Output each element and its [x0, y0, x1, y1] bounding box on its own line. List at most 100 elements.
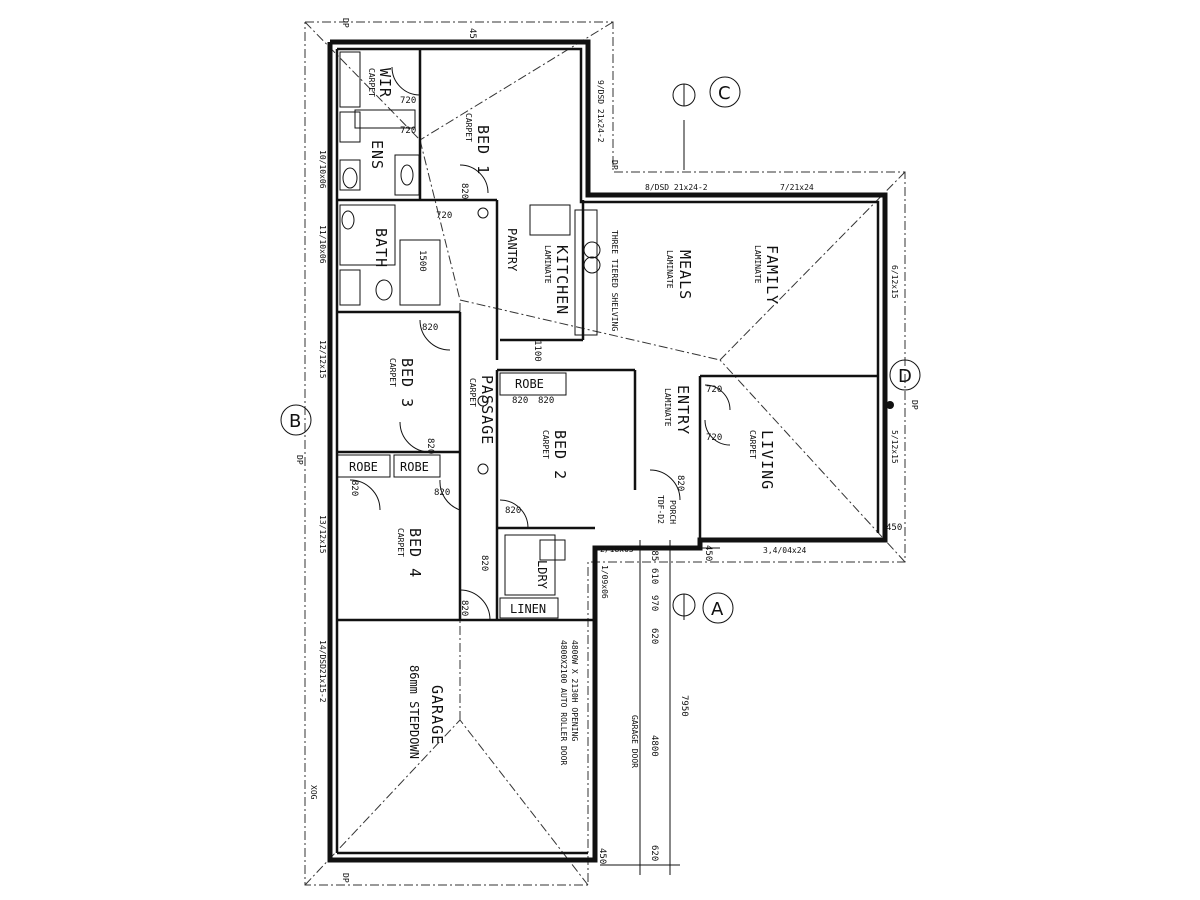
dim-620-top: 620 — [649, 628, 659, 644]
room-meals: MEALS LAMINATE — [665, 250, 694, 300]
shelving-note: THREE TIERED SHELVING — [610, 230, 619, 331]
room-bed1: BED 1 CARPET — [464, 113, 492, 175]
room-ens: ENS — [368, 140, 386, 170]
tdf-label: TDF-D2 — [656, 495, 665, 524]
dp-label-top: DP — [341, 18, 350, 28]
dim-450-right: 450 — [886, 523, 902, 533]
roller-door-note-1: 4800W X 2130H OPENING — [570, 640, 579, 741]
room-label-bed4: BED 4 — [406, 528, 424, 578]
dimension-lines — [600, 120, 720, 875]
room-label-robe-bed3: ROBE — [349, 460, 378, 474]
dim-820-robe-a: 820 — [512, 396, 528, 406]
room-label-robe-bed2: ROBE — [515, 377, 544, 391]
floor-label-entry: LAMINATE — [663, 388, 672, 427]
window-14: 14/DSD21x15-2 — [318, 640, 327, 703]
room-entry: ENTRY LAMINATE — [663, 385, 692, 435]
window-2: 2/18x05 — [600, 545, 634, 554]
floor-label-wir: CARPET — [367, 68, 376, 97]
room-label-ens: ENS — [368, 140, 386, 170]
dim-820-bed3: 820 — [422, 323, 438, 333]
grid-marker-c: C — [672, 76, 741, 108]
floor-label-passage: CARPET — [468, 378, 477, 407]
window-1: 1/09x06 — [600, 565, 609, 599]
internal-walls — [336, 49, 878, 622]
dim-485: 485 — [649, 545, 659, 561]
floor-label-living: CARPET — [748, 430, 757, 459]
room-label-entry: ENTRY — [674, 385, 692, 435]
grid-letter-d: D — [898, 366, 912, 387]
bath-size: 1500 — [417, 250, 427, 272]
xog-label: XOG — [309, 785, 318, 800]
window-8: 8/DSD 21x24-2 — [645, 183, 708, 192]
floor-label-bed3: CARPET — [388, 358, 397, 387]
grid-letter-c: C — [718, 83, 731, 104]
floor-label-meals: LAMINATE — [665, 250, 674, 289]
window-7: 7/21x24 — [780, 183, 814, 192]
window-11: 11/10x06 — [318, 225, 327, 264]
floor-label-bed1: CARPET — [464, 113, 473, 142]
room-label-kitchen: KITCHEN — [553, 245, 571, 315]
dp-label-b: DP — [295, 455, 304, 465]
dim-820-porch: 820 — [675, 475, 685, 491]
window-13: 13/12x15 — [318, 515, 327, 554]
room-label-garage: GARAGE — [428, 685, 446, 745]
dim-450-bottom: 450 — [597, 848, 607, 864]
room-label-porch: PORCH — [668, 500, 677, 524]
dim-450-porch: 450 — [703, 545, 713, 561]
grid-marker-b: B — [280, 404, 312, 436]
room-wir: WIR CARPET — [367, 68, 394, 98]
dp-label-bottom: DP — [341, 873, 350, 883]
room-label-bed3: BED 3 — [398, 358, 416, 408]
window-12: 12/12x15 — [318, 340, 327, 379]
dim-820-bed4-b: 820 — [434, 488, 450, 498]
room-bed3: BED 3 CARPET — [388, 358, 416, 408]
floor-label-family: LAMINATE — [753, 245, 762, 284]
dim-820-ldry-b: 820 — [479, 555, 489, 571]
garage-stepdown: 86mm STEPDOWN — [407, 665, 421, 759]
dim-720-wir: 720 — [400, 96, 416, 106]
room-kitchen: KITCHEN LAMINATE — [543, 245, 571, 315]
room-label-meals: MEALS — [676, 250, 694, 300]
room-label-linen: LINEN — [510, 602, 546, 616]
floor-label-bed4: CARPET — [396, 528, 405, 557]
room-family: FAMILY LAMINATE — [753, 245, 781, 305]
dim-820-bed1: 820 — [459, 183, 469, 199]
window-10: 10/10x06 — [318, 150, 327, 189]
room-label-bed1: BED 1 — [474, 125, 492, 175]
dim-820-robe-b: 820 — [538, 396, 554, 406]
room-label-living: LIVING — [758, 430, 776, 490]
dim-820-ldry: 820 — [505, 506, 521, 516]
window-5: 5/12x15 — [890, 430, 899, 464]
room-label-family: FAMILY — [763, 245, 781, 305]
room-label-bed2: BED 2 — [551, 430, 569, 480]
room-label-bath: BATH — [372, 228, 390, 268]
room-living: LIVING CARPET — [748, 430, 776, 490]
window-6: 6/12x15 — [890, 265, 899, 299]
dim-720-ens: 720 — [400, 126, 416, 136]
dim-610: 610 — [649, 568, 659, 584]
room-garage: GARAGE 86mm STEPDOWN — [407, 665, 446, 759]
dim-7950: 7950 — [679, 695, 689, 717]
room-passage: PASSAGE CARPET — [468, 375, 496, 445]
grid-letter-b: B — [289, 411, 301, 432]
room-bath: BATH 1500 — [372, 228, 427, 272]
garage-door-label: GARAGE DOOR — [630, 715, 639, 768]
room-pantry: PANTRY — [505, 228, 519, 272]
window-labels: 9/DSD 21x24-2 8/DSD 21x24-2 7/21x24 6/12… — [318, 80, 899, 703]
dim-720-entry-a: 720 — [706, 385, 722, 395]
dim-4800: 4800 — [649, 735, 659, 757]
floor-label-bed2: CARPET — [541, 430, 550, 459]
dim-820-garage: 820 — [459, 600, 469, 616]
room-label-wir: WIR — [376, 68, 394, 98]
dp-label-c: DP — [610, 160, 619, 170]
roof-outline — [304, 21, 906, 886]
dim-820-bed3-door: 820 — [425, 438, 435, 454]
room-label-pantry: PANTRY — [505, 228, 519, 272]
dp-label-d: DP — [910, 400, 919, 410]
dim-720-entry-b: 720 — [706, 433, 722, 443]
dim-720-bath: 720 — [436, 211, 452, 221]
dim-450-top: 450 — [467, 28, 477, 44]
fixtures — [339, 51, 894, 596]
window-9: 9/DSD 21x24-2 — [596, 80, 605, 143]
room-bed4: BED 4 CARPET — [396, 528, 424, 578]
